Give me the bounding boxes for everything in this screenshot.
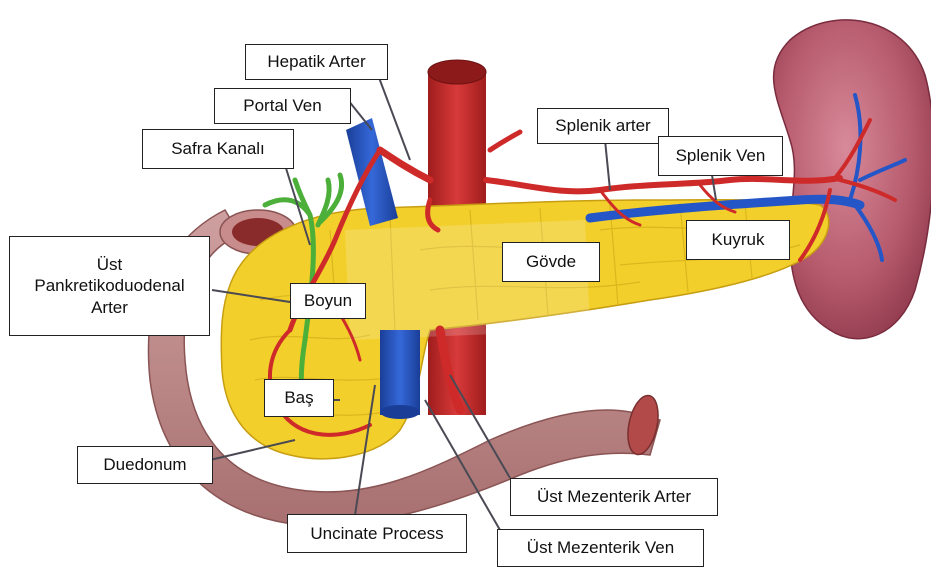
splenic-artery-label: Splenik arter bbox=[537, 108, 669, 144]
tail-label: Kuyruk bbox=[686, 220, 790, 260]
portal-vein-label: Portal Ven bbox=[214, 88, 351, 124]
hepatic-artery-label: Hepatik Arter bbox=[245, 44, 388, 80]
neck-label: Boyun bbox=[290, 283, 366, 319]
superior-pancreaticoduodenal-artery-label: Üst Pankretikoduodenal Arter bbox=[9, 236, 210, 336]
superior-mesenteric-vein-label: Üst Mezenterik Ven bbox=[497, 529, 704, 567]
uncinate-process-label: Uncinate Process bbox=[287, 514, 467, 553]
body-label: Gövde bbox=[502, 242, 600, 282]
splenic-vein-label: Splenik Ven bbox=[658, 136, 783, 176]
head-label: Baş bbox=[264, 379, 334, 417]
duodenum-label: Duedonum bbox=[77, 446, 213, 484]
superior-mesenteric-artery-label: Üst Mezenterik Arter bbox=[510, 478, 718, 516]
bile-duct-label: Safra Kanalı bbox=[142, 129, 294, 169]
